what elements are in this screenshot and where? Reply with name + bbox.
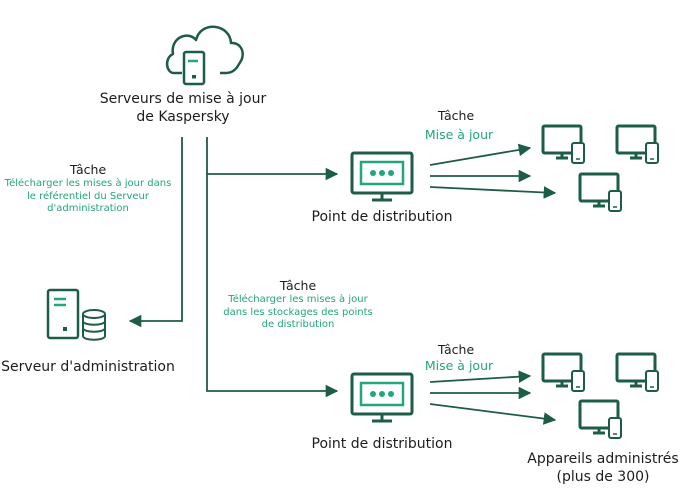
task-admin-name: Télécharger les mises à jour dans le réf…: [4, 178, 172, 214]
distribution-point-1-icon: [350, 151, 414, 202]
monitor-mobile-icon: [580, 401, 621, 438]
connector-to-admin-server: [128, 137, 183, 328]
monitor-mobile-icon: [543, 126, 584, 163]
dp1-label: Point de distribution: [311, 209, 453, 225]
task-stores-name: Télécharger les mises à jour dans les st…: [223, 294, 373, 330]
dp1-task-name: Mise à jour: [424, 127, 494, 142]
dp1-to-device-1: [429, 143, 532, 166]
cloud-server-icon: [165, 25, 244, 86]
dp2-label: Point de distribution: [311, 436, 453, 452]
dp1-task-title: Tâche: [437, 108, 475, 123]
dp2-task-title: Tâche: [437, 342, 475, 357]
task-stores-title: Tâche: [279, 278, 317, 293]
server-database-icon: [46, 288, 106, 341]
dp1-to-device-3: [429, 186, 557, 199]
dp2-task-name: Mise à jour: [424, 358, 494, 373]
admin-server-label: Serveur d'administration: [1, 359, 175, 375]
cloud-server-label: Serveurs de mise à jour de Kaspersky: [99, 91, 267, 125]
connectors: [128, 137, 557, 425]
connector-to-distribution-point-1: [206, 137, 339, 181]
monitor-mobile-icon: [580, 174, 621, 211]
managed-devices-label: Appareils administrés (plus de 300): [527, 451, 679, 485]
monitor-mobile-icon: [617, 354, 658, 391]
monitor-mobile-icon: [617, 126, 658, 163]
monitor-mobile-icon: [543, 354, 584, 391]
dp2-to-device-3: [429, 403, 557, 425]
dp2-to-device-1: [429, 370, 532, 383]
device-group-2: [543, 354, 658, 438]
distribution-point-2-icon: [350, 372, 414, 423]
task-admin-title: Tâche: [69, 162, 107, 177]
connector-to-distribution-point-2: [206, 174, 339, 398]
device-group-1: [543, 126, 658, 211]
